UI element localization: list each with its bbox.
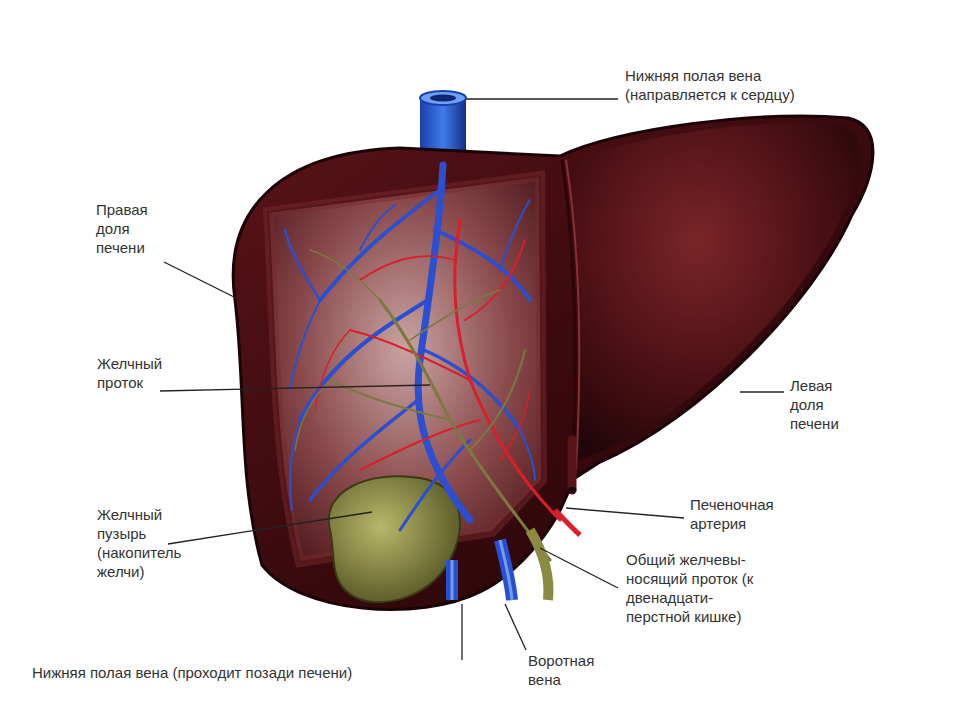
part-label: Правая доля печени (96, 200, 164, 257)
part-label: Общий желчевы- носящий проток (к двенадц… (626, 550, 754, 626)
part-label: Печеночная артерия (690, 495, 790, 533)
part-label: Желчный проток (97, 354, 177, 392)
part-label: Нижняя полая вена (направляется к сердцу… (625, 66, 840, 104)
part-label: Нижняя полая вена (проходит позади печен… (32, 663, 462, 682)
part-label: Левая доля печени (790, 376, 860, 433)
part-label: Воротная вена (528, 651, 618, 689)
part-label: Желчный пузырь (накопитель желчи) (97, 505, 197, 581)
